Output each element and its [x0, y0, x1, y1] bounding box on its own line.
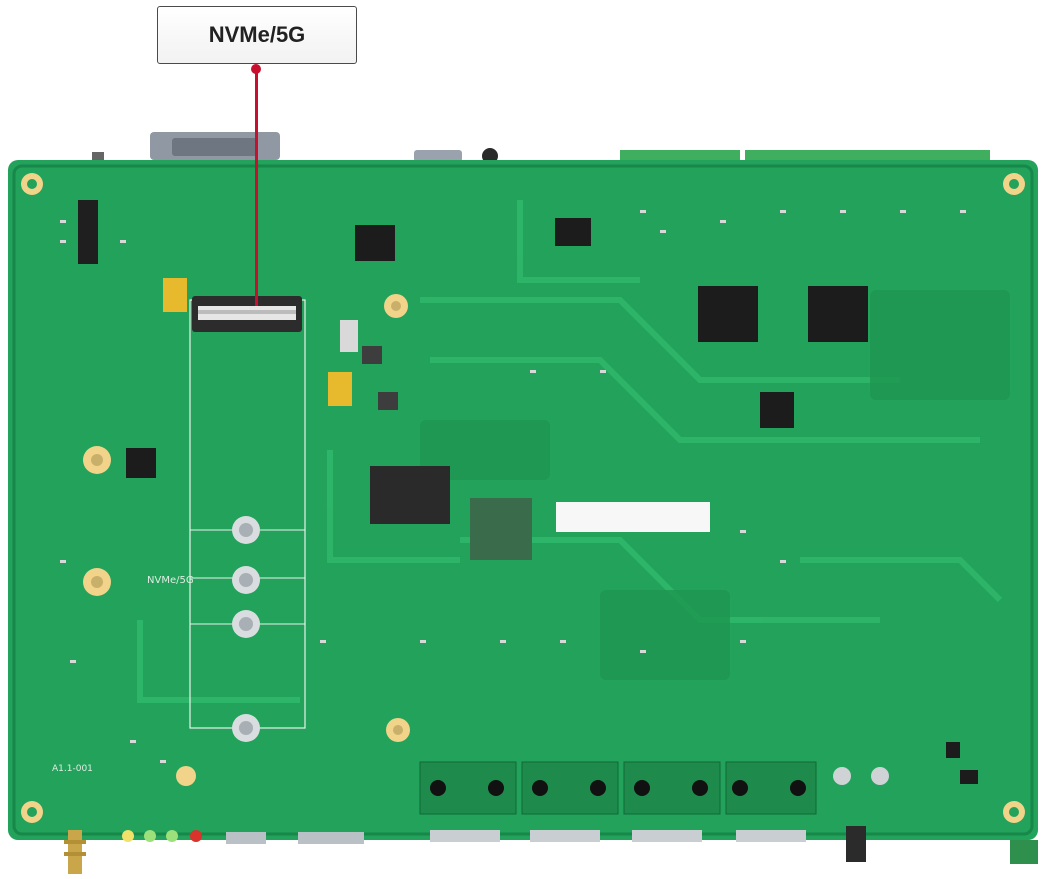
pcb-traces — [137, 200, 1003, 703]
label-patch — [556, 502, 710, 532]
right-corner-parts — [833, 742, 1038, 864]
m2-connector — [192, 296, 302, 332]
status-leds — [122, 830, 202, 842]
capacitors — [163, 278, 398, 410]
bottom-ports — [226, 761, 866, 862]
ic-chips — [78, 200, 868, 560]
smd-components — [60, 210, 966, 763]
m2-standoffs — [232, 516, 260, 742]
callout-leader-line — [255, 66, 258, 306]
antenna-connector — [64, 830, 86, 874]
callout-leader-dot — [251, 64, 261, 74]
callout-label: NVMe/5G — [208, 22, 306, 47]
mounting-holes — [21, 173, 1025, 823]
nvme-5g-callout: NVMe/5G — [157, 6, 357, 64]
silk-version: A1.1-001 — [52, 764, 93, 774]
silk-slot-label: NVMe/5G — [147, 575, 194, 586]
top-connectors — [92, 132, 990, 164]
